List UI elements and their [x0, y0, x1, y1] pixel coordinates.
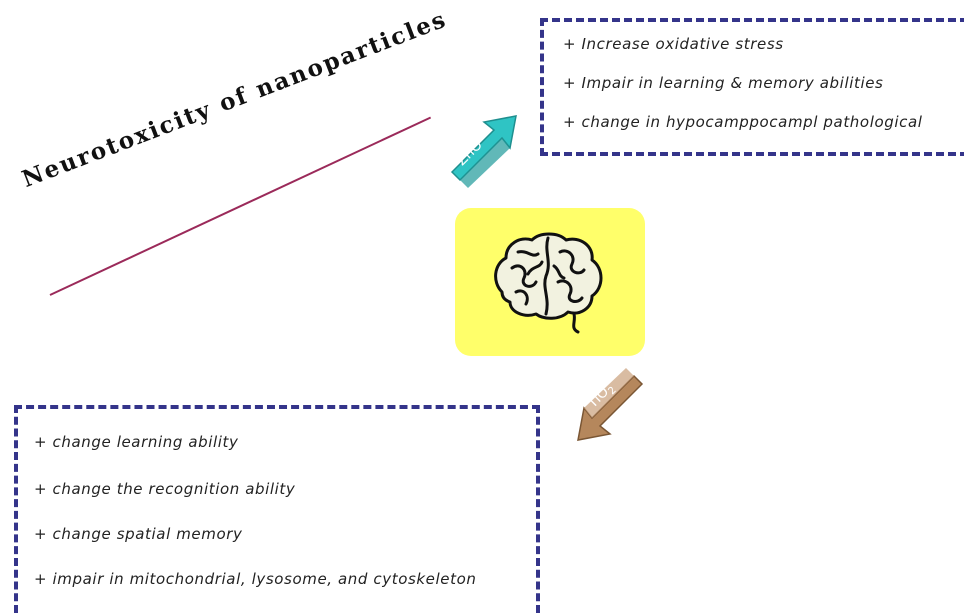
zno-arrow-icon: [450, 115, 517, 188]
tio2-effects-box: [14, 405, 540, 613]
zno-effect-item: + Impair in learning & memory abilities: [563, 74, 884, 92]
zno-effect-item: + change in hypocamppocampl pathological: [563, 113, 923, 131]
zno-effect-item: + Increase oxidative stress: [563, 35, 784, 53]
diagram-title: Neurotoxicity of nanoparticles: [18, 5, 451, 194]
tio2-effect-item: + change the recognition ability: [34, 480, 296, 498]
brain-icon: [494, 232, 603, 334]
zno-effects-box: [540, 18, 964, 156]
tio2-effect-item: + change learning ability: [34, 433, 239, 451]
tio2-arrow-icon: [577, 368, 644, 441]
tio2-effect-item: + change spatial memory: [34, 525, 243, 543]
tio2-effect-item: + impair in mitochondrial, lysosome, and…: [34, 570, 477, 588]
